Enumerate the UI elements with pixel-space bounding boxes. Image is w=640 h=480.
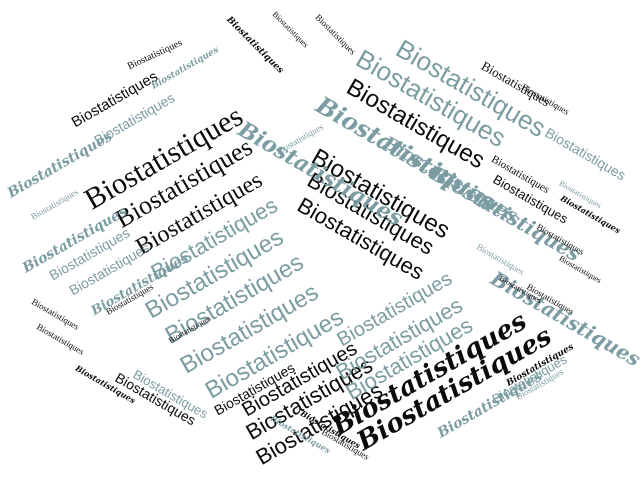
cloud-word: Biostatistiques	[29, 186, 80, 221]
cloud-word: Biostatistiques	[313, 12, 358, 57]
cloud-word: Biostatistiques	[271, 10, 311, 50]
cloud-word: Biostatistiques	[558, 254, 603, 285]
cloud-word: Biostatistiques	[224, 14, 285, 75]
cloud-word: Biostatistiques	[543, 124, 629, 183]
cloud-word: Biostatistiques	[126, 37, 184, 72]
